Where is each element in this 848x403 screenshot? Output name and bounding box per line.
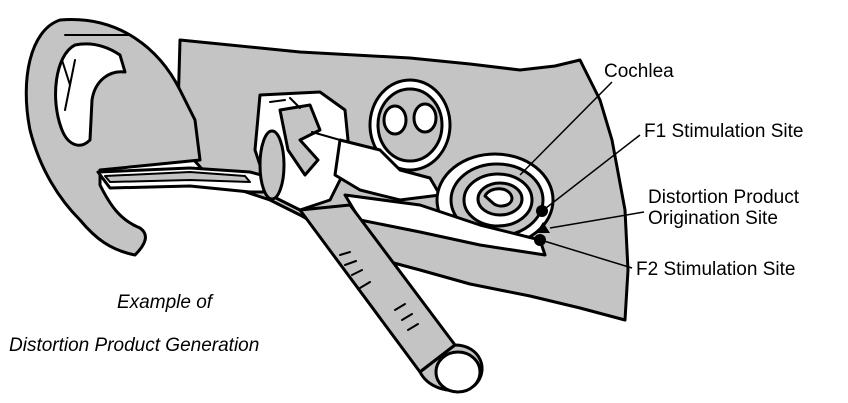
f1-stimulation-marker bbox=[536, 205, 548, 217]
semicircular-canal-loop-right bbox=[414, 104, 436, 132]
caption-line2: Distortion Product Generation bbox=[9, 335, 259, 357]
semicircular-canal-loop-left bbox=[384, 106, 406, 134]
dp-origination-label-line1: Distortion Product bbox=[648, 188, 799, 208]
f2-stimulation-label: F2 Stimulation Site bbox=[636, 260, 795, 280]
f2-stimulation-marker bbox=[534, 234, 546, 246]
caption-line1: Example of bbox=[117, 292, 212, 314]
dp-origination-label-line2: Origination Site bbox=[648, 209, 778, 229]
cochlea-label: Cochlea bbox=[604, 62, 674, 82]
f1-stimulation-label: F1 Stimulation Site bbox=[644, 122, 803, 142]
eardrum bbox=[260, 131, 284, 199]
probe-end bbox=[436, 352, 480, 392]
